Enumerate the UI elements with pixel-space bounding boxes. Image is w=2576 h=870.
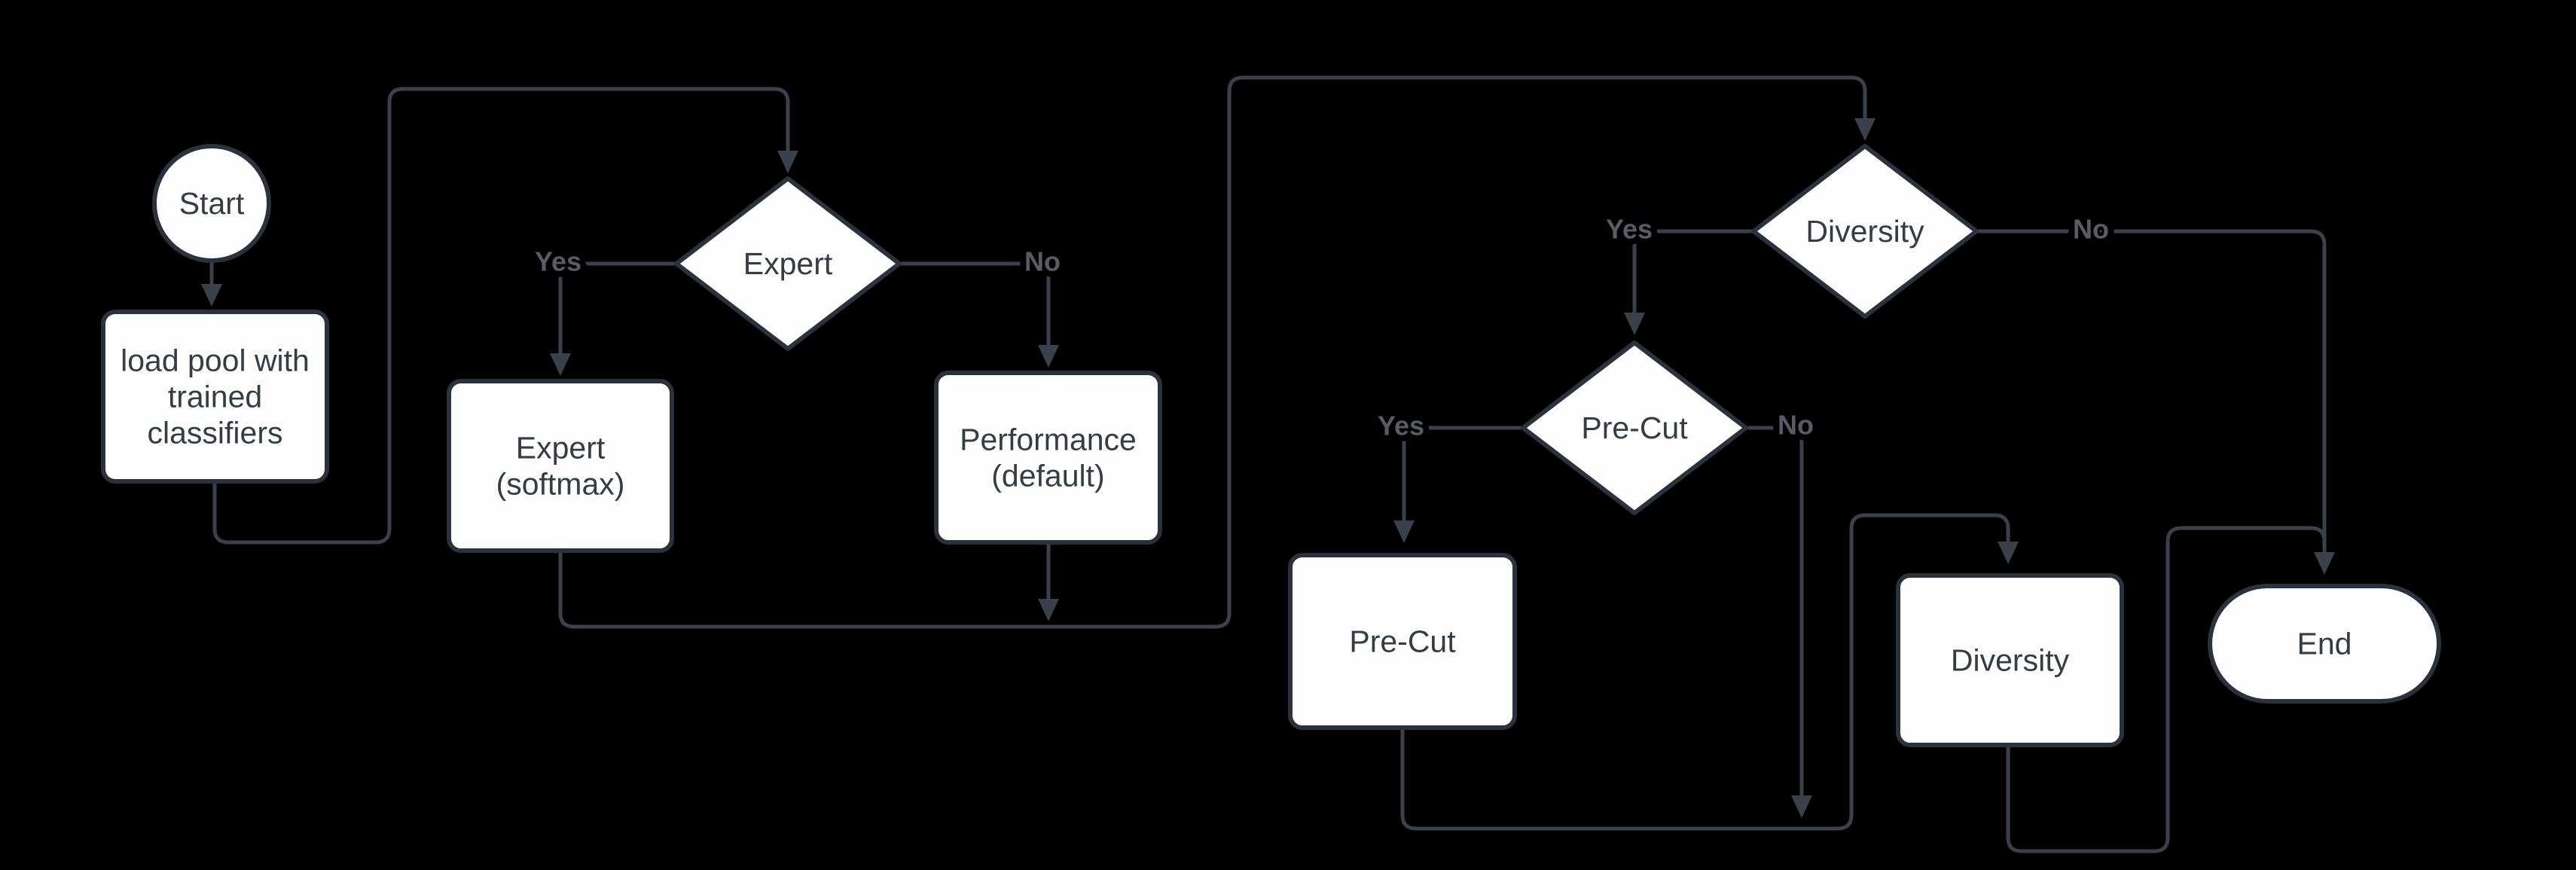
edge-loadpool-to-expert-line xyxy=(212,87,790,545)
arrowhead-icon xyxy=(1998,542,2019,564)
arrowhead-icon xyxy=(201,284,222,307)
arrowhead-icon xyxy=(1038,599,1059,621)
edge-diversity-yes-line xyxy=(1632,229,1756,315)
node-precut-decision: Pre-Cut xyxy=(1521,340,1748,515)
edge-precut-no-label: No xyxy=(1778,410,1814,441)
node-end-label: End xyxy=(2297,627,2352,661)
edge-precut-no xyxy=(1744,426,1812,818)
edge-diversitystep-to-end-line xyxy=(2006,526,2327,853)
node-end-shape xyxy=(2208,584,2441,704)
node-expert-decision-shape xyxy=(674,176,902,351)
arrowhead-icon xyxy=(2314,552,2335,575)
edge-expert-no-line xyxy=(897,261,1051,347)
node-expert-softmax-label: Expert(softmax) xyxy=(496,431,625,502)
node-performance-default-label: Performance(default) xyxy=(960,423,1137,493)
node-diversity-step-shape xyxy=(1896,573,2124,747)
node-precut-step: Pre-Cut xyxy=(1288,553,1517,730)
edge-diversity-yes-label: Yes xyxy=(1606,214,1653,245)
node-performance-default: Performance(default) xyxy=(934,371,1162,545)
edge-start-to-loadpool xyxy=(201,260,222,307)
node-precut-decision-label: Pre-Cut xyxy=(1581,411,1688,445)
edge-diversitystep-to-end xyxy=(2006,526,2327,853)
node-expert-softmax-shape xyxy=(447,379,674,553)
edge-loadpool-to-expert xyxy=(212,87,798,545)
arrowhead-icon xyxy=(1791,795,1812,818)
node-diversity-step: Diversity xyxy=(1896,573,2124,747)
edge-expert-no xyxy=(897,261,1059,368)
edge-diversity-yes xyxy=(1624,229,1756,335)
edge-expert-yes xyxy=(550,261,679,376)
edge-softmax-to-diversity-line xyxy=(558,75,1867,629)
edge-diversity-no xyxy=(1974,229,2335,575)
edge-performance-to-merge xyxy=(1038,540,1059,621)
node-expert-decision: Expert xyxy=(674,176,902,351)
node-diversity-decision-shape xyxy=(1751,144,1979,319)
node-load-pool-shape xyxy=(101,310,329,484)
edge-expert-yes-label: Yes xyxy=(535,246,581,277)
arrowhead-icon xyxy=(1038,345,1059,368)
node-expert-softmax: Expert(softmax) xyxy=(447,379,674,553)
node-performance-default-shape xyxy=(934,371,1162,545)
edge-diversity-no-label: No xyxy=(2073,214,2109,245)
node-diversity-decision: Diversity xyxy=(1751,144,1979,319)
node-end: End xyxy=(2208,584,2441,704)
arrowhead-icon xyxy=(777,151,798,173)
arrowhead-icon xyxy=(1854,118,1876,141)
node-start-label: Start xyxy=(179,186,245,221)
edge-precut-yes-label: Yes xyxy=(1378,411,1424,441)
arrowhead-icon xyxy=(1393,520,1415,543)
edge-precutstep-to-diversitystep-line xyxy=(1400,513,2010,831)
edge-precut-yes-line xyxy=(1402,426,1525,523)
node-precut-step-shape xyxy=(1288,553,1517,730)
node-diversity-step-label: Diversity xyxy=(1951,643,2070,678)
arrowhead-icon xyxy=(1624,313,1645,335)
node-precut-decision-shape xyxy=(1521,340,1748,515)
edge-precut-no-line xyxy=(1744,426,1804,798)
node-precut-step-label: Pre-Cut xyxy=(1349,624,1456,659)
edge-diversity-no-line xyxy=(1974,229,2327,554)
node-start-shape xyxy=(152,144,271,263)
edge-expert-no-label: No xyxy=(1024,246,1061,277)
node-diversity-decision-label: Diversity xyxy=(1805,214,1924,249)
edge-softmax-to-diversity xyxy=(558,75,1876,629)
node-expert-decision-label: Expert xyxy=(743,246,833,281)
edge-expert-yes-line xyxy=(558,261,679,356)
arrowhead-icon xyxy=(550,353,571,376)
node-start: Start xyxy=(152,144,271,263)
edge-precut-yes xyxy=(1393,426,1525,543)
edge-precutstep-to-diversitystep xyxy=(1400,513,2019,831)
